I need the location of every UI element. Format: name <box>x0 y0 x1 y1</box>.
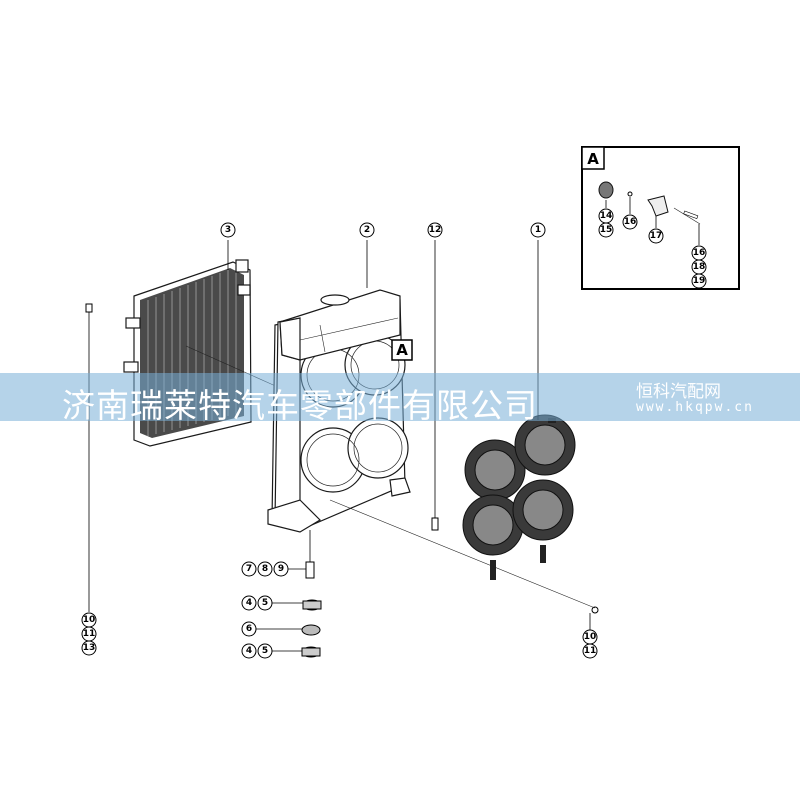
callout-right-10: 10 <box>582 629 598 645</box>
callout-left-13: 13 <box>81 640 97 656</box>
callout-left-11: 11 <box>81 626 97 642</box>
svg-text:14: 14 <box>600 211 613 221</box>
svg-text:16: 16 <box>693 248 706 258</box>
fan-assembly <box>462 414 576 580</box>
watermark-url: www.hkqpw.cn <box>636 400 754 415</box>
callout-detail-15: 15 <box>598 222 614 238</box>
svg-text:13: 13 <box>83 643 96 653</box>
callout-right-11: 11 <box>582 643 598 659</box>
callout-detail-18: 18 <box>691 259 707 275</box>
callout-6: 6 <box>241 621 257 637</box>
main-label: A <box>396 341 408 359</box>
watermark-site-name: 恒科汽配网 <box>636 382 721 402</box>
left-bolt <box>85 303 93 313</box>
svg-text:8: 8 <box>262 564 268 574</box>
svg-text:10: 10 <box>584 632 597 642</box>
svg-text:18: 18 <box>693 262 706 272</box>
detail-bushing <box>598 181 614 199</box>
callout-2: 2 <box>359 222 375 238</box>
svg-text:4: 4 <box>246 646 252 656</box>
main-label-box <box>391 339 413 361</box>
watermark-banner <box>0 373 800 421</box>
callout-8: 8 <box>257 561 273 577</box>
mount-stack <box>301 530 322 658</box>
callout-7: 7 <box>241 561 257 577</box>
svg-text:7: 7 <box>246 564 252 574</box>
svg-text:6: 6 <box>246 624 252 634</box>
svg-text:9: 9 <box>278 564 284 574</box>
svg-text:1: 1 <box>535 225 541 235</box>
svg-text:3: 3 <box>225 225 231 235</box>
callout-detail-17: 17 <box>648 228 664 244</box>
svg-text:11: 11 <box>83 629 96 639</box>
callout-5-bottom: 5 <box>257 643 273 659</box>
svg-text:5: 5 <box>262 598 268 608</box>
svg-text:16: 16 <box>624 217 637 227</box>
svg-text:5: 5 <box>262 646 268 656</box>
svg-text:10: 10 <box>83 615 96 625</box>
callout-detail-14: 14 <box>598 208 614 224</box>
callout-5-top: 5 <box>257 595 273 611</box>
radiator-assembly <box>267 289 411 533</box>
svg-text:2: 2 <box>364 225 370 235</box>
right-bolt <box>591 606 599 614</box>
callout-detail-16b: 16 <box>691 245 707 261</box>
svg-text:15: 15 <box>600 225 613 235</box>
callout-left-10: 10 <box>81 612 97 628</box>
svg-text:4: 4 <box>246 598 252 608</box>
detail-bracket <box>647 195 669 217</box>
callout-1: 1 <box>530 222 546 238</box>
detail-label: A <box>587 150 599 168</box>
svg-text:19: 19 <box>693 276 706 286</box>
callout-detail-19: 19 <box>691 273 707 289</box>
callout-12: 12 <box>427 222 443 238</box>
svg-text:11: 11 <box>584 646 597 656</box>
callout-3: 3 <box>220 222 236 238</box>
callout-9: 9 <box>273 561 289 577</box>
callout-detail-16a: 16 <box>622 214 638 230</box>
watermark-company-name: 济南瑞莱特汽车零部件有限公司 <box>62 386 538 425</box>
callout-4-bottom: 4 <box>241 643 257 659</box>
svg-text:12: 12 <box>429 225 442 235</box>
svg-text:17: 17 <box>650 231 663 241</box>
callout-4-top: 4 <box>241 595 257 611</box>
